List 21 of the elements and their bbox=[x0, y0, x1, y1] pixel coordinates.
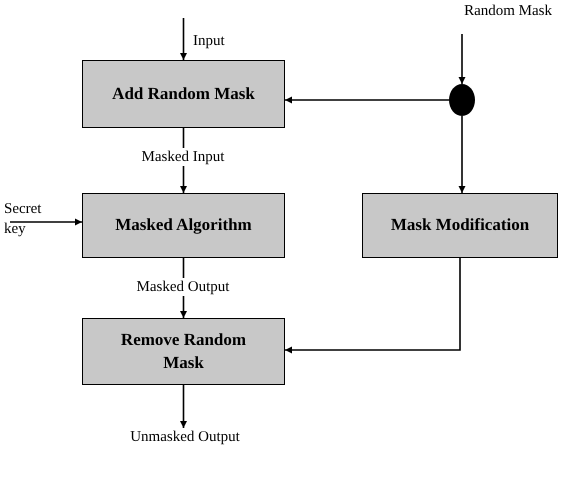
arrow bbox=[180, 385, 187, 428]
arrow bbox=[180, 18, 187, 60]
text-label: Unmasked Output bbox=[130, 428, 240, 447]
process-box bbox=[82, 60, 285, 128]
arrow bbox=[10, 218, 82, 226]
box-label: Masked Algorithm bbox=[115, 214, 252, 236]
edge-label: Masked Input bbox=[140, 148, 226, 166]
arrow bbox=[285, 96, 449, 104]
edge-label: Input bbox=[192, 32, 226, 50]
arrow bbox=[458, 34, 466, 84]
text-label: Random Mask bbox=[464, 2, 552, 21]
box-label: Mask Modification bbox=[390, 214, 530, 236]
box-label: Add Random Mask bbox=[112, 82, 255, 105]
arrow bbox=[285, 258, 461, 354]
arrow bbox=[458, 116, 466, 193]
process-box bbox=[362, 193, 558, 258]
process-box bbox=[82, 318, 285, 385]
process-box bbox=[82, 193, 285, 258]
box-label: Remove Random Mask bbox=[120, 328, 248, 374]
text-label: Secret key bbox=[4, 200, 42, 238]
edge-label: Masked Output bbox=[136, 278, 230, 296]
